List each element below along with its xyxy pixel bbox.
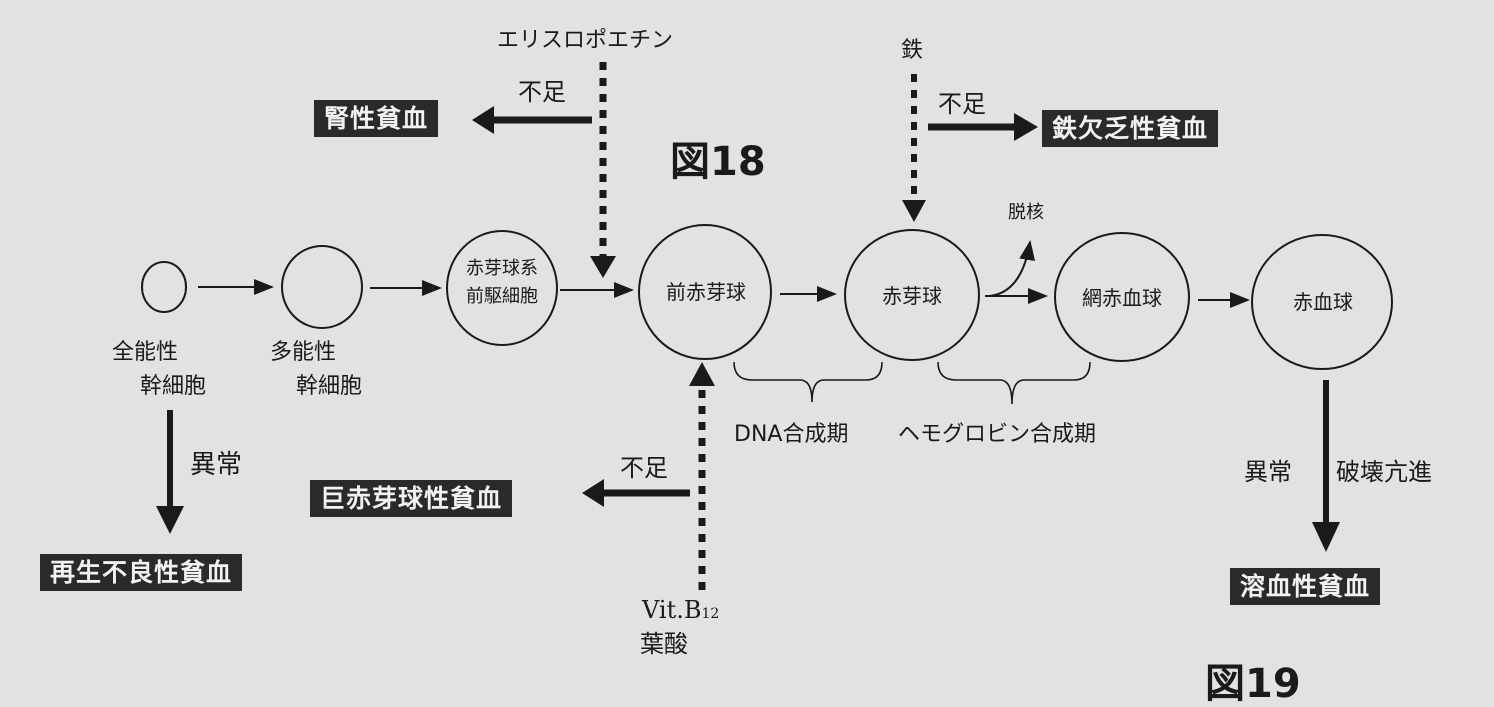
label-enucleation: 脱核 xyxy=(1008,202,1044,223)
label-vitb12-main: Vit.B xyxy=(642,596,702,624)
figure-label-next: 図19 xyxy=(1205,661,1301,707)
diagram-graphics xyxy=(141,62,1393,590)
arrow-iron-def-head xyxy=(1014,113,1038,141)
arrow-hemolytic-head xyxy=(1312,522,1340,552)
label-erythrocyte: 赤血球 xyxy=(1293,290,1353,314)
arrow-mega-head xyxy=(582,479,604,507)
box-aplastic-anemia: 再生不良性貧血 xyxy=(40,554,243,591)
label-abnormal-stem: 異常 xyxy=(190,450,243,480)
box-hemolytic-anemia: 溶血性貧血 xyxy=(1230,568,1381,605)
label-bfu-line1: 赤芽球系 xyxy=(466,258,538,279)
label-deficiency-b12: 不足 xyxy=(620,454,668,482)
cell-erythroblast xyxy=(844,229,980,361)
cell-erythrocyte xyxy=(1251,234,1393,370)
cell-reticulocyte xyxy=(1054,232,1190,362)
label-abnormal-rbc: 異常 xyxy=(1244,458,1292,486)
brace-hemoglobin xyxy=(937,361,1091,405)
box-iron-deficiency-anemia: 鉄欠乏性貧血 xyxy=(1042,110,1219,147)
dotted-epo-head xyxy=(590,256,616,278)
caption-multipotent-2: 幹細胞 xyxy=(296,374,363,399)
label-iron: 鉄 xyxy=(901,38,924,63)
dotted-vitb12-head xyxy=(689,362,715,386)
label-erythropoietin: エリスロポエチン xyxy=(497,28,674,53)
arrow-aplastic-head xyxy=(156,506,184,534)
cell-proerythroblast xyxy=(638,224,772,360)
figure-label: 図18 xyxy=(670,139,766,185)
caption-multipotent-1: 多能性 xyxy=(270,340,337,365)
label-erythroblast: 赤芽球 xyxy=(882,284,942,308)
label-phase-dna: DNA合成期 xyxy=(734,422,849,447)
cell-totipotent xyxy=(141,261,187,313)
dotted-iron-head xyxy=(902,200,926,222)
label-folate: 葉酸 xyxy=(640,630,688,658)
box-renal-anemia: 腎性貧血 xyxy=(314,100,439,137)
hematopoiesis-diagram: 図18 図19 エリスロポエチン 鉄 Vit.B12 葉酸 不足 不足 不足 脱… xyxy=(40,28,1432,704)
cell-bfu xyxy=(446,230,558,346)
arrow-enucleation xyxy=(989,240,1036,297)
caption-totipotent-2: 幹細胞 xyxy=(140,374,207,399)
label-deficiency-epo: 不足 xyxy=(518,78,566,106)
brace-dna xyxy=(733,361,883,403)
label-vitb12-sub: 12 xyxy=(701,606,720,622)
label-vitb12: Vit.B12 xyxy=(642,598,719,622)
arrow-renal-head xyxy=(472,106,494,134)
cell-multipotent xyxy=(281,245,363,329)
label-proerythroblast: 前赤芽球 xyxy=(666,280,746,304)
label-destruction: 破壊亢進 xyxy=(1336,458,1432,486)
caption-totipotent-1: 全能性 xyxy=(112,340,179,365)
label-phase-hemoglobin: ヘモグロビン合成期 xyxy=(898,422,1097,447)
box-megaloblastic-anemia: 巨赤芽球性貧血 xyxy=(310,480,513,517)
label-reticulocyte: 網赤血球 xyxy=(1082,286,1162,310)
label-deficiency-iron: 不足 xyxy=(938,90,986,118)
label-bfu-line2: 前駆細胞 xyxy=(466,286,538,307)
